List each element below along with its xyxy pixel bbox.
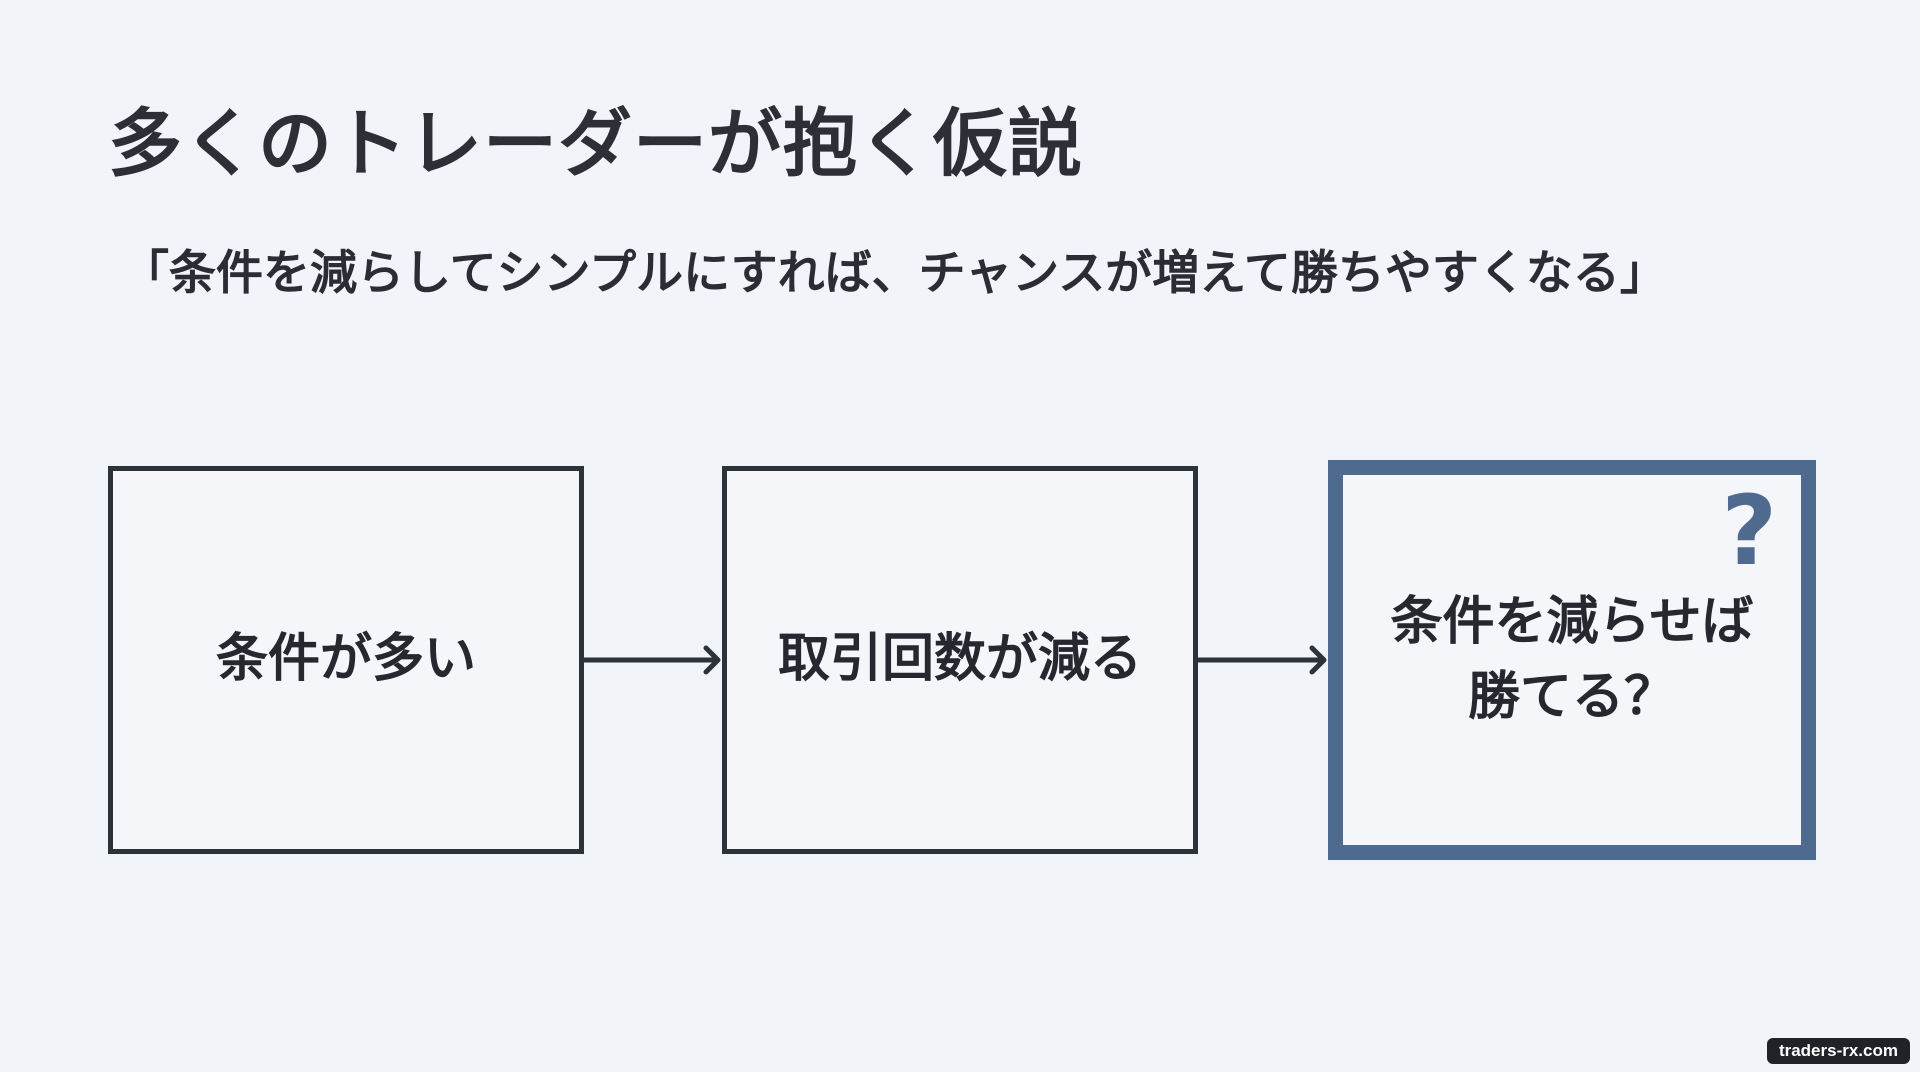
flow-arrow-1 (584, 645, 721, 675)
site-watermark: traders-rx.com (1766, 1038, 1910, 1064)
flow-step-label: 条件を減らせば 勝てる？ (1390, 591, 1754, 727)
flow-step-question: ? 条件を減らせば 勝てる？ (1328, 460, 1816, 860)
flow-step-fewer-trades: 取引回数が減る (722, 466, 1198, 854)
flow-step-label: 取引回数が減る (777, 629, 1142, 690)
flow-arrow-2 (1198, 645, 1327, 675)
flow-step-label: 条件が多い (215, 629, 476, 690)
slide-title: 多くのトレーダーが抱く仮説 (108, 101, 1083, 187)
question-mark-icon: ? (1721, 475, 1777, 587)
flow-step-many-conditions: 条件が多い (108, 466, 584, 854)
hypothesis-quote: 「条件を減らしてシンプルにすれば、チャンスが増えて勝ちやすくなる」 (122, 246, 1667, 301)
